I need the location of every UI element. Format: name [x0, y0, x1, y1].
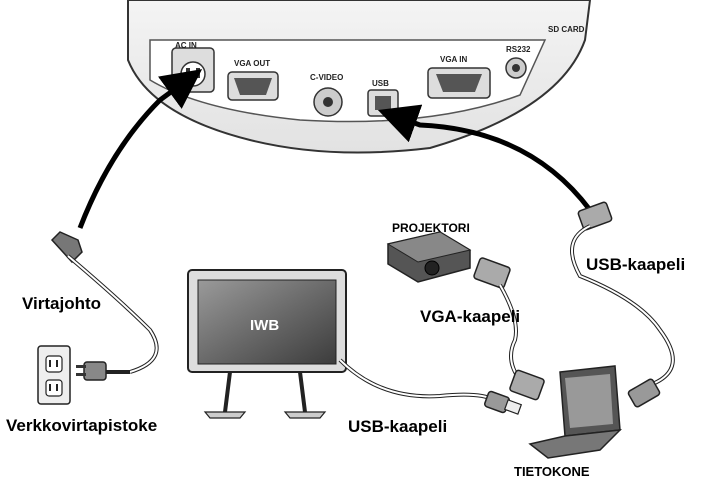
- vga-in-port[interactable]: [427, 67, 491, 99]
- usb-kaapeli-right-label: USB-kaapeli: [586, 255, 685, 274]
- projektori-label: PROJEKTORI: [392, 221, 470, 235]
- usb-port[interactable]: [367, 89, 399, 117]
- c-video-port[interactable]: [313, 87, 343, 117]
- tietokone-label: TIETOKONE: [514, 464, 590, 479]
- virtajohto-label: Virtajohto: [22, 294, 101, 313]
- projector: [386, 231, 472, 283]
- usb-label: USB: [372, 79, 389, 88]
- power-arrow: [77, 69, 203, 229]
- c-video-label: C-VIDEO: [310, 73, 343, 82]
- document-camera-base: AC IN VGA OUT C-VIDEO USB VGA IN RS: [127, 0, 592, 154]
- iwb-label: IWB: [250, 317, 279, 334]
- wall-outlet: [37, 345, 71, 405]
- sd-card-label: SD CARD: [548, 25, 585, 34]
- vga-kaapeli-label: VGA-kaapeli: [420, 307, 520, 326]
- right-usb-cable: [570, 201, 675, 408]
- ac-in-label: AC IN: [175, 41, 197, 50]
- vga-in-label: VGA IN: [440, 55, 467, 64]
- rs232-label: RS232: [506, 45, 531, 54]
- usb-kaapeli-bottom-label: USB-kaapeli: [348, 417, 447, 436]
- iwb-usb-cable: [338, 358, 523, 415]
- usb-arrow: [377, 104, 592, 212]
- rs232-port[interactable]: [505, 57, 527, 79]
- vga-cable: [473, 257, 545, 401]
- verkkovirtapistoke-label: Verkkovirtapistoke: [6, 416, 157, 435]
- laptop: [528, 365, 623, 459]
- vga-out-port[interactable]: [227, 71, 279, 101]
- power-cord: [50, 231, 159, 381]
- vga-out-label: VGA OUT: [234, 59, 270, 68]
- iwb-board: [187, 269, 347, 419]
